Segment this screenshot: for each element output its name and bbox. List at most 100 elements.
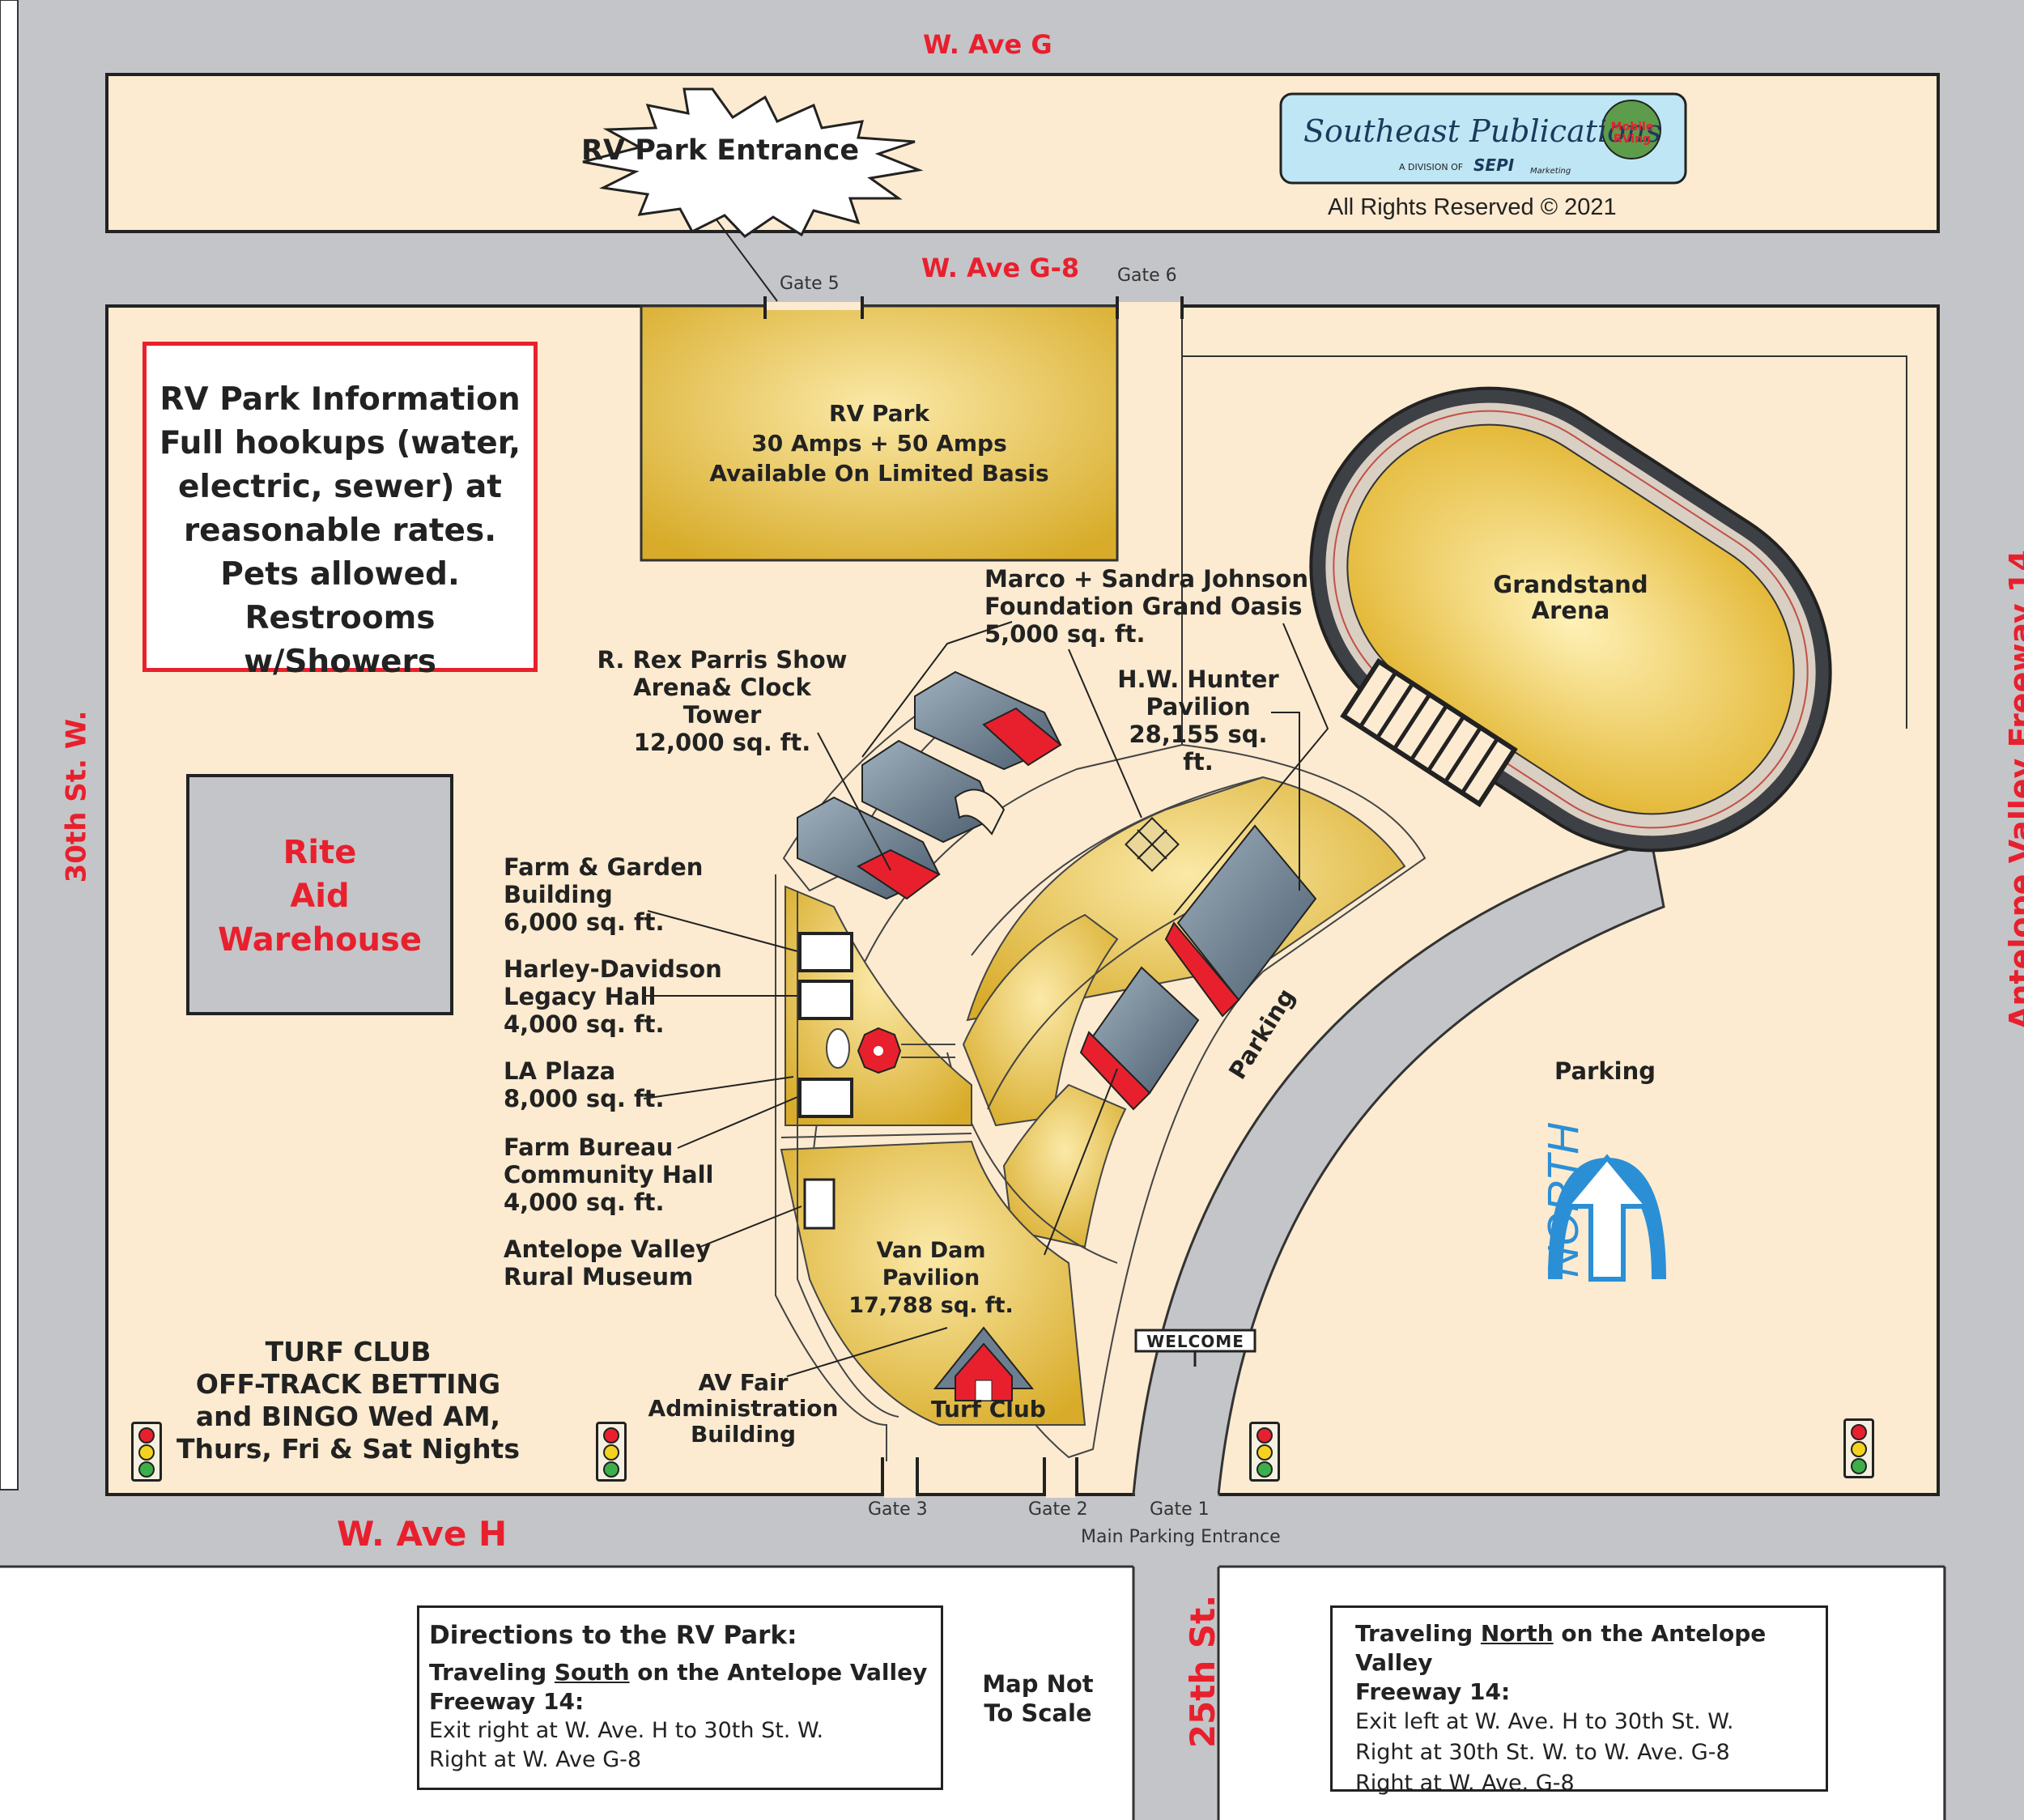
welcome-sign-label: WELCOME: [1146, 1332, 1244, 1351]
label-line: 12,000 sq. ft.: [633, 729, 811, 756]
rv-park-entrance-label: RV Park Entrance: [581, 134, 860, 167]
gate-5-label: Gate 5: [780, 274, 840, 294]
la-plaza-icon: [826, 1027, 955, 1074]
direction-step: Right at W. Ave G-8: [429, 1747, 642, 1772]
gate-2-label: Gate 2: [1028, 1499, 1088, 1520]
label-line: Legacy Hall: [504, 983, 657, 1010]
label-line: 17,788 sq. ft.: [848, 1293, 1014, 1318]
directions-heading-line2: Freeway 14:: [1355, 1678, 1511, 1705]
la-plaza-label: LA Plaza 8,000 sq. ft.: [504, 1057, 664, 1112]
traffic-light-icon: [131, 1422, 162, 1482]
show-arena-roofs: [797, 670, 1062, 900]
rv-park-line: RV Park: [828, 400, 930, 427]
hunter-pavilion-label: H.W. Hunter Pavilion 28,155 sq. ft.: [1117, 665, 1279, 776]
directions-north-box: Traveling North on the Antelope Valley F…: [1330, 1605, 1828, 1796]
directions-south-box: Directions to the RV Park: Traveling Sou…: [417, 1605, 943, 1790]
turf-club-building-label: Turf Club: [931, 1396, 1046, 1422]
north-label: NORTH: [1539, 1122, 1588, 1278]
van-dam-pavilion-label: Van Dam Pavilion 17,788 sq. ft.: [826, 1237, 1036, 1320]
rv-park-line: 30 Amps + 50 Amps: [751, 430, 1007, 457]
label-line: Rural Museum: [504, 1263, 694, 1291]
road-label-ave-g: W. Ave G: [923, 29, 1052, 60]
label-line: 4,000 sq. ft.: [504, 1189, 665, 1216]
grandstand-line: Grandstand: [1493, 571, 1648, 598]
label-line: Administration: [648, 1395, 839, 1422]
publisher-name: Southeast Publications: [1303, 113, 1662, 149]
rural-museum-label: Antelope Valley Rural Museum: [504, 1235, 711, 1291]
map-not-to-scale: Map Not To Scale: [957, 1669, 1119, 1728]
heading-text: on the Antelope Valley: [1355, 1620, 1767, 1676]
publisher-parent-sub: Marketing: [1530, 167, 1571, 176]
traffic-light-icon: [596, 1422, 627, 1482]
turf-club-line: OFF-TRACK BETTING: [195, 1368, 501, 1400]
grandstand-line: Arena: [1531, 597, 1610, 624]
scale-line: To Scale: [984, 1699, 1092, 1727]
mobile-rving-badge: Mobile RVing: [1610, 121, 1654, 146]
directions-heading-line2: Freeway 14:: [429, 1688, 585, 1715]
label-line: 28,155 sq. ft.: [1129, 721, 1268, 776]
label-line: Farm Bureau: [504, 1133, 674, 1161]
turf-club-info: TURF CLUB OFF-TRACK BETTING and BINGO We…: [162, 1336, 534, 1465]
gate-1-label: Gate 1: [1150, 1499, 1210, 1520]
label-line: Van Dam Pavilion: [876, 1238, 986, 1291]
turf-club-line: TURF CLUB: [265, 1336, 432, 1367]
label-line: LA Plaza: [504, 1057, 616, 1085]
turf-club-barn: [933, 1326, 1035, 1401]
info-line: electric, sewer) at: [178, 469, 502, 505]
label-line: Community Hall: [504, 1161, 714, 1189]
road-label-ave-h: W. Ave H: [337, 1514, 508, 1554]
turf-club-line: Thurs, Fri & Sat Nights: [176, 1433, 520, 1465]
main-parking-entrance-label: Main Parking Entrance: [1081, 1527, 1281, 1547]
directions-title: Directions to the RV Park:: [429, 1621, 797, 1650]
welcome-sign-shape: [1134, 1329, 1256, 1353]
heading-text: Traveling: [1355, 1620, 1481, 1647]
grand-oasis-icon: [1125, 817, 1180, 872]
heading-direction: South: [554, 1659, 630, 1686]
heading-text: on the Antelope Valley: [629, 1659, 928, 1686]
direction-step: Exit right at W. Ave. H to 30th St. W.: [429, 1718, 824, 1743]
label-line: 8,000 sq. ft.: [504, 1085, 665, 1112]
road-label-25th: 25th St.: [1183, 1594, 1223, 1749]
hunter-pavilion-roof: [1164, 824, 1317, 1018]
gate-3-label: Gate 3: [868, 1499, 928, 1520]
label-line: H.W. Hunter: [1117, 665, 1279, 693]
north-arrow: [1548, 1154, 1666, 1282]
admin-building-label: AV Fair Administration Building: [640, 1370, 847, 1448]
label-line: Harley-Davidson: [504, 955, 722, 983]
direction-step: Exit left at W. Ave. H to 30th St. W.: [1355, 1709, 1734, 1734]
rv-park-area: [640, 304, 1119, 562]
directions-heading: Traveling North on the Antelope Valley: [1355, 1619, 1803, 1678]
label-line: Marco + Sandra Johnson: [984, 565, 1308, 593]
rv-park-info-box: RV Park Information Full hookups (water,…: [142, 342, 538, 680]
copyright: All Rights Reserved © 2021: [1328, 194, 1617, 220]
heading-text: Traveling: [429, 1659, 555, 1686]
harley-davidson-label: Harley-Davidson Legacy Hall 4,000 sq. ft…: [504, 955, 722, 1038]
publisher-badge: [1279, 92, 1687, 185]
road-label-ave-g8: W. Ave G-8: [921, 253, 1080, 283]
entrance-burst-shape: [582, 87, 924, 238]
turf-club-line: and BINGO Wed AM,: [195, 1401, 501, 1432]
direction-step: Right at 30th St. W. to W. Ave. G-8: [1355, 1740, 1730, 1765]
publisher-parent: SEPI: [1473, 155, 1515, 175]
label-line: Pavilion: [1146, 693, 1251, 721]
van-dam-pavilion-roof: [1079, 966, 1200, 1111]
rite-aid-line: Rite: [283, 834, 357, 871]
rite-aid-line: Warehouse: [218, 921, 422, 959]
farm-bureau-label: Farm Bureau Community Hall 4,000 sq. ft.: [504, 1133, 713, 1216]
bleachers: [1340, 657, 1518, 808]
road-label-30th: 30th St. W.: [60, 710, 93, 883]
heading-direction: North: [1480, 1620, 1554, 1647]
leader-lines: [643, 211, 1329, 1377]
directions-heading: Traveling South on the Antelope Valley: [429, 1658, 931, 1687]
road-label-freeway: Antelope Valley Freeway 14: [2003, 550, 2024, 1030]
rite-aid-warehouse: Rite Aid Warehouse: [186, 774, 453, 1015]
gate-6-label: Gate 6: [1117, 266, 1177, 286]
info-line: Restrooms w/Showers: [244, 600, 436, 680]
grandstand-arena-label: Grandstand Arena: [1449, 572, 1692, 623]
rex-parris-label: R. Rex Parris Show Arena& Clock Tower 12…: [593, 646, 852, 756]
traffic-light-icon: [1249, 1422, 1280, 1482]
label-line: Antelope Valley: [504, 1235, 711, 1263]
label-line: Arena& Clock Tower: [633, 674, 811, 729]
direction-step: Right at W. Ave. G-8: [1355, 1771, 1575, 1796]
info-line: Pets allowed.: [220, 556, 460, 593]
